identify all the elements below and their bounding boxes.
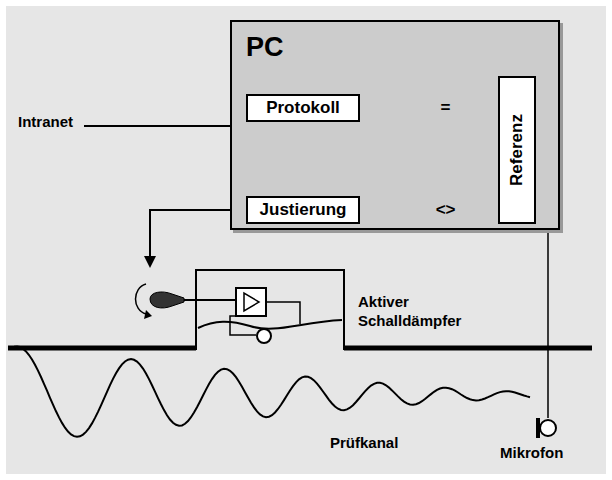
amplifier-box xyxy=(236,288,266,316)
part-label: Aktiver Schalldämpfer xyxy=(358,292,468,330)
rotation-arrow xyxy=(136,284,147,314)
duct-wall xyxy=(8,346,196,351)
part-label: Mikrofon xyxy=(500,444,563,461)
edge-label: = xyxy=(438,98,454,118)
pc-box: PC ProtokollJustierung Referenz xyxy=(230,20,560,230)
microphone-symbol xyxy=(257,329,271,343)
part-label: Prüfkanal xyxy=(330,434,398,451)
screwdriver-shaft xyxy=(184,299,236,301)
screwdriver-handle xyxy=(150,292,184,308)
rotation-head xyxy=(144,310,152,319)
function-box: Referenz xyxy=(498,76,536,224)
amplifier-symbol xyxy=(244,293,259,311)
microphone-symbol xyxy=(540,420,556,436)
adjust-arrowhead xyxy=(144,256,156,268)
microphone-symbol xyxy=(536,418,540,438)
function-box: Justierung xyxy=(246,196,360,224)
node-text: Justierung xyxy=(260,200,347,220)
background-panel xyxy=(6,6,606,474)
silencer-housing xyxy=(196,270,344,350)
node-text: PC xyxy=(246,32,558,63)
sound-wave xyxy=(14,346,530,436)
wire xyxy=(230,316,256,335)
function-box: Protokoll xyxy=(246,94,360,122)
duct-wall xyxy=(344,346,592,351)
edge-label: <> xyxy=(433,200,459,220)
intranet-line xyxy=(84,125,230,127)
network-label: Intranet xyxy=(18,113,73,130)
node-text: Protokoll xyxy=(266,98,340,118)
node-text: Referenz xyxy=(507,114,527,186)
membrane xyxy=(198,320,342,329)
wire xyxy=(266,302,300,324)
